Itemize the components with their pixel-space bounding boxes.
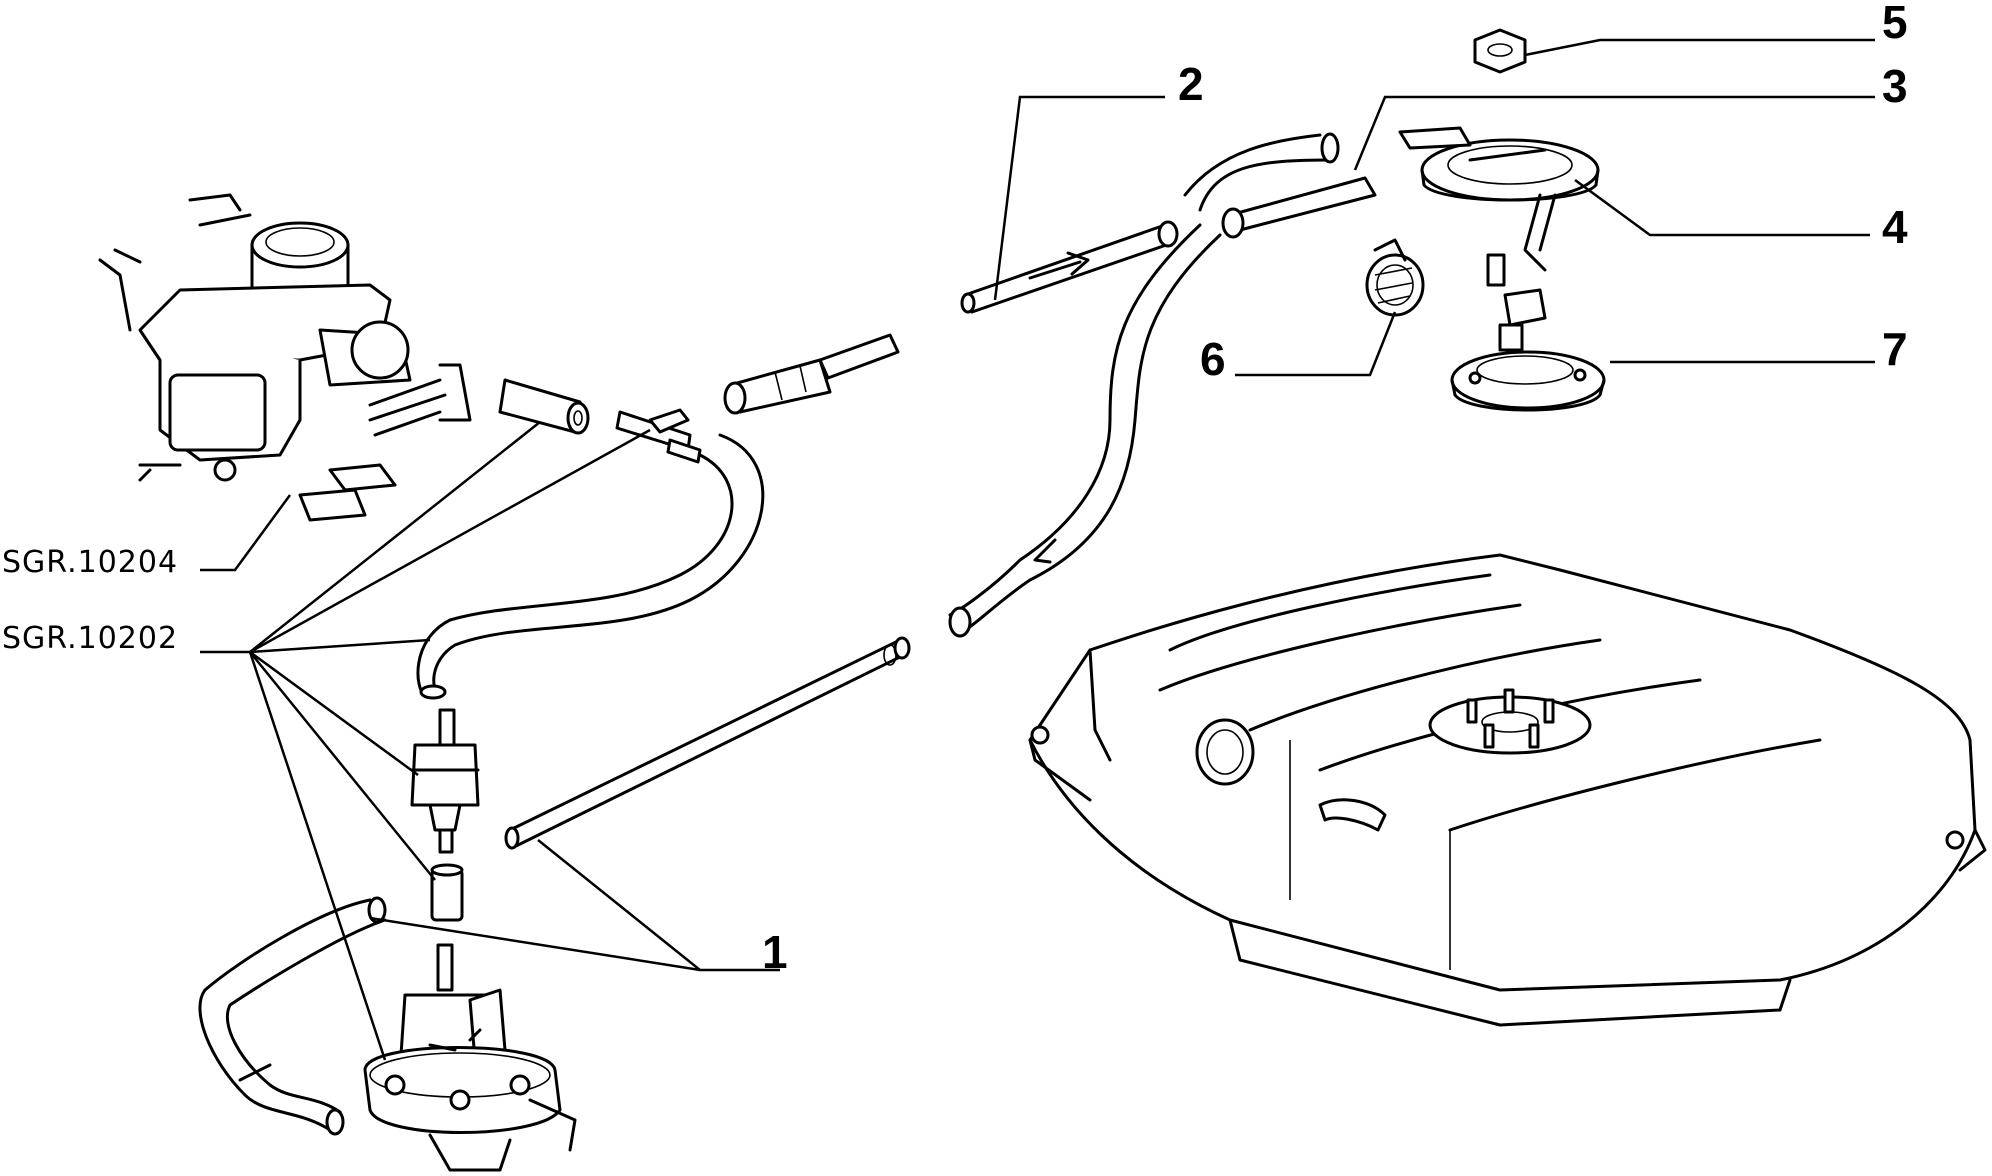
- fuel-tank-hose: [948, 132, 1377, 638]
- short-hose-sleeve: [498, 378, 590, 435]
- inline-fuel-pipe-top: [723, 333, 900, 415]
- mechanical-fuel-pump: [363, 943, 577, 1172]
- callout-5: 5: [1882, 0, 1908, 48]
- fuel-filter: [410, 708, 480, 854]
- hose-clamp: [1365, 238, 1425, 317]
- callout-1: 1: [762, 926, 788, 978]
- callout-4: 4: [1882, 201, 1908, 253]
- callout-7: 7: [1882, 323, 1908, 375]
- fuel-level-sender: [1398, 126, 1606, 412]
- callout-3: 3: [1882, 60, 1908, 112]
- callout-labels: 1 2 3 4 5 6 7 SGR.10204 SGR.10202: [2, 0, 1908, 978]
- reference-sgr-10204: SGR.10204: [2, 545, 178, 580]
- tee-connector: [615, 408, 702, 464]
- callout-6: 6: [1200, 333, 1226, 385]
- hex-nut: [1473, 28, 1527, 74]
- leader-lines: [200, 38, 1875, 1061]
- fuel-hose-return: [416, 433, 765, 700]
- straight-fuel-pipe: [504, 636, 911, 850]
- reference-sgr-10202: SGR.10202: [2, 621, 178, 656]
- feed-pipe-with-arrow: [960, 220, 1179, 314]
- fuel-tank: [1028, 553, 1987, 1027]
- carburettor-assembly: [98, 193, 472, 522]
- fuel-hose-lower: [198, 896, 387, 1136]
- callout-2: 2: [1178, 58, 1204, 110]
- short-sleeve-lower: [430, 863, 464, 922]
